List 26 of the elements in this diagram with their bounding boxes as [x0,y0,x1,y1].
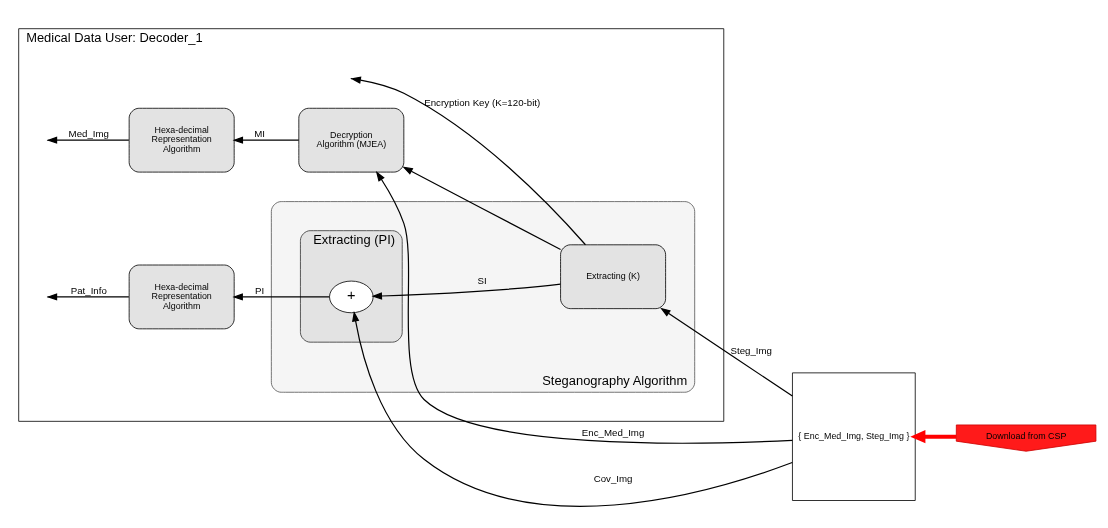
node-box: Extracting (K) [560,243,666,309]
arrow [375,170,793,444]
edge-label: PI [255,284,265,296]
edge-label: Encryption Key (K=120-bit) [424,96,541,108]
arrow [402,166,562,250]
arrow [46,136,130,144]
arrow [660,307,793,397]
arrow [352,310,793,507]
arrow [232,292,330,301]
edge-label: SI [477,274,487,286]
edge-label: Steg_Img [730,344,772,356]
arrow [232,136,300,144]
node-ellipse: + [329,280,374,313]
node-box: Decryption Algorithm (MJEA) [298,107,405,172]
arrow [910,429,957,443]
arrow [371,283,562,300]
edge-label: Cov_Img [593,472,633,484]
node-box: Hexa-decimal Representation Algorithm [128,264,235,329]
edge-label: Pat_Info [70,284,107,296]
arrow [350,76,587,245]
edge-label: MI [254,127,266,139]
edge-label: Med_Img [68,127,109,139]
node-box: Hexa-decimal Representation Algorithm [128,107,235,172]
arrow [46,292,130,301]
edge-label: Enc_Med_Img [581,426,645,438]
node-box: { Enc_Med_Img, Steg_Img } [792,371,916,501]
